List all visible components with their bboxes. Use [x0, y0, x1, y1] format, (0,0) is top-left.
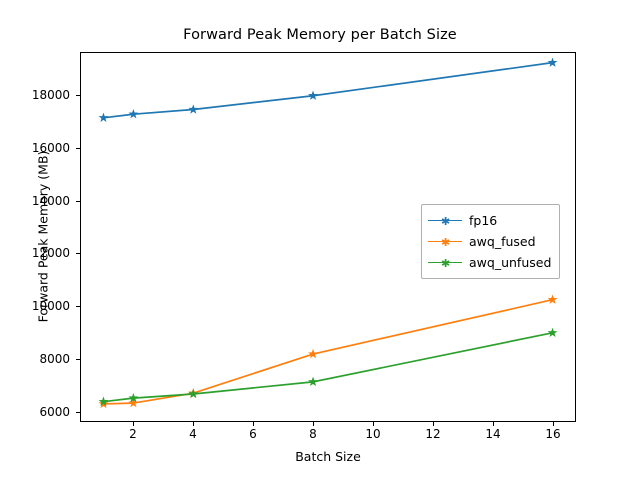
y-tick-mark	[76, 412, 80, 413]
series-line-awq_fused	[103, 298, 553, 405]
y-tick-mark	[76, 253, 80, 254]
series-line-fp16	[103, 61, 553, 119]
x-tick-label-8: 8	[309, 427, 317, 441]
y-axis-label: Forward Peak Memory (MB)	[35, 150, 51, 323]
x-tick-mark	[373, 422, 374, 426]
legend-item-awq-fused[interactable]: ✱ awq_fused	[428, 231, 553, 252]
legend-label-awq-unfused: awq_unfused	[469, 255, 552, 270]
chart-title: Forward Peak Memory per Batch Size	[183, 27, 457, 43]
y-tick-label-14000: 14000	[31, 194, 70, 208]
y-tick-label-8000: 8000	[39, 352, 70, 366]
x-tick-label-12: 12	[425, 427, 441, 441]
x-tick-label-6: 6	[249, 427, 257, 441]
data-point-awq_fused-16	[547, 294, 558, 304]
x-tick-label-16: 16	[545, 427, 561, 441]
data-point-awq_fused-8	[308, 348, 318, 359]
data-point-fp16-16	[547, 57, 558, 67]
data-point-awq_unfused-1	[98, 396, 109, 406]
y-tick-mark	[76, 201, 80, 202]
y-tick-label-16000: 16000	[31, 141, 70, 155]
x-tick-mark	[553, 422, 554, 426]
x-tick-mark	[193, 422, 194, 426]
legend-swatch-awq-fused: ✱	[428, 235, 462, 249]
x-tick-mark	[433, 422, 434, 426]
x-tick-label-2: 2	[129, 427, 137, 441]
y-tick-mark	[76, 359, 80, 360]
y-tick-mark	[76, 148, 80, 149]
y-tick-label-10000: 10000	[31, 299, 70, 313]
data-point-fp16-8	[308, 90, 318, 100]
x-axis-label: Batch Size	[295, 449, 361, 464]
star-marker-icon: ✱	[441, 235, 451, 249]
data-point-awq_fused-2	[128, 397, 139, 408]
x-tick-mark	[313, 422, 314, 426]
legend-label-fp16: fp16	[469, 213, 498, 228]
data-point-awq_unfused-4	[188, 388, 199, 399]
legend-label-awq-fused: awq_fused	[469, 234, 536, 249]
legend-item-awq-unfused[interactable]: ✱ awq_unfused	[428, 252, 553, 273]
data-point-awq_unfused-2	[128, 392, 139, 403]
x-tick-mark	[253, 422, 254, 426]
y-tick-label-12000: 12000	[31, 246, 70, 260]
data-point-fp16-1	[98, 112, 109, 122]
y-tick-mark	[76, 95, 80, 96]
star-marker-icon: ✱	[441, 256, 451, 270]
x-tick-mark	[133, 422, 134, 426]
legend-swatch-fp16: ✱	[428, 214, 462, 228]
series-canvas	[98, 57, 558, 409]
x-tick-label-10: 10	[365, 427, 381, 441]
y-tick-mark	[76, 306, 80, 307]
legend: ✱ fp16 ✱ awq_fused ✱ awq_unfused	[421, 204, 560, 279]
data-point-fp16-2	[128, 109, 139, 119]
data-point-fp16-4	[188, 104, 199, 114]
x-tick-label-14: 14	[485, 427, 501, 441]
x-tick-label-4: 4	[189, 427, 197, 441]
legend-item-fp16[interactable]: ✱ fp16	[428, 210, 553, 231]
legend-swatch-awq-unfused: ✱	[428, 256, 462, 270]
x-tick-mark	[493, 422, 494, 426]
data-point-awq_unfused-16	[547, 327, 558, 337]
y-tick-label-18000: 18000	[31, 88, 70, 102]
data-point-awq_unfused-8	[308, 376, 318, 387]
y-tick-label-6000: 6000	[39, 405, 70, 419]
star-marker-icon: ✱	[441, 214, 451, 228]
series-line-awq_unfused	[103, 331, 553, 403]
